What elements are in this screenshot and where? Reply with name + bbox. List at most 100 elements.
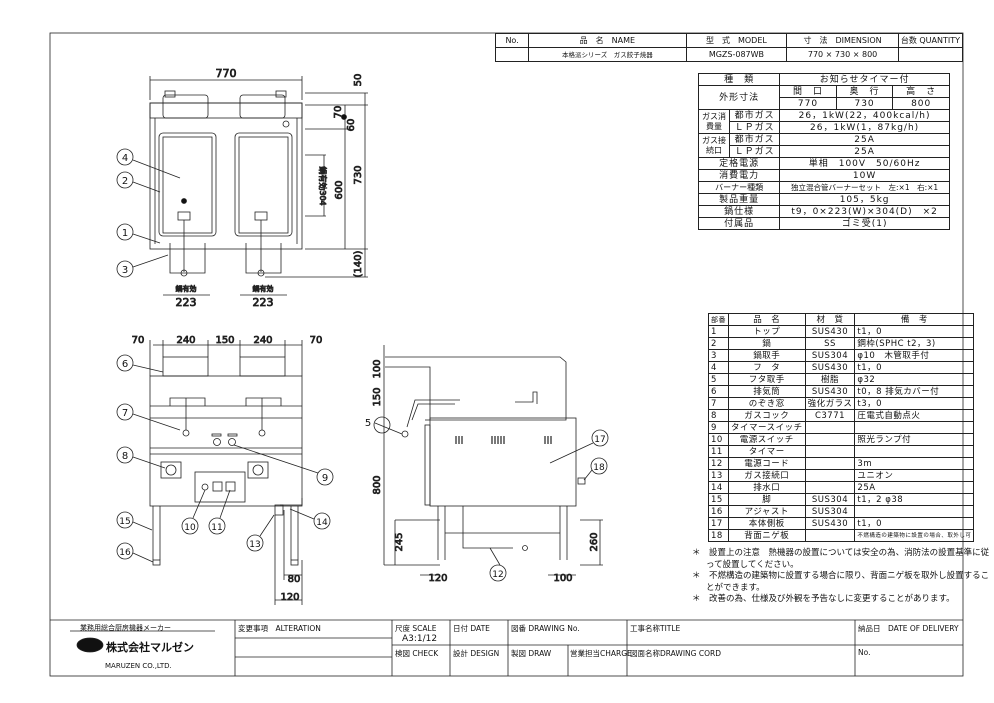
- part-name: ガス接続口: [728, 469, 806, 482]
- dimension-label: 寸 法 DIMENSION: [786, 33, 899, 48]
- maker-tagline: 業務用総合厨房機器メーカー: [80, 624, 171, 632]
- dim-side-120: 120: [428, 573, 447, 584]
- part-remarks: φ10 木管取手付: [854, 349, 975, 362]
- svg-text:7: 7: [122, 408, 128, 419]
- part-material: [804, 421, 856, 434]
- part-material: [804, 457, 856, 470]
- spec-label: ＬＰガス: [728, 145, 781, 158]
- svg-text:18: 18: [593, 463, 605, 473]
- part-remarks: φ32: [854, 373, 975, 386]
- svg-text:10: 10: [184, 523, 196, 533]
- svg-text:14: 14: [316, 518, 328, 528]
- part-no: 6: [708, 385, 729, 398]
- part-remarks: [854, 421, 975, 434]
- dim-side-800: 800: [372, 475, 383, 494]
- product-quantity: [897, 47, 964, 62]
- dim-side-245: 245: [394, 532, 405, 551]
- part-no: 13: [708, 469, 729, 482]
- part-no: 12: [708, 457, 729, 470]
- part-remarks: 照光ランプ付: [854, 433, 975, 446]
- spec-label: 付属品: [697, 217, 781, 230]
- balloon-7: 7: [116, 403, 181, 431]
- dim-front-150: 150: [215, 335, 234, 346]
- part-material: SUS430: [804, 325, 856, 338]
- spec-value: 25A: [779, 133, 950, 146]
- spec-value: 26，1kW(22，400kcal/h): [779, 109, 950, 122]
- balloon-16: 16: [116, 542, 154, 563]
- part-remarks: t1，2 φ38: [854, 493, 975, 506]
- part-no: 5: [708, 373, 729, 386]
- balloon-3: 3: [116, 254, 169, 278]
- date-label: 日付 DATE: [453, 624, 490, 633]
- dim-width: 770: [216, 67, 237, 80]
- part-name: フ タ: [728, 361, 806, 374]
- parts-header: 部番: [708, 313, 729, 326]
- parts-header: 材 質: [804, 313, 856, 326]
- check-label: 検図 CHECK: [395, 649, 439, 658]
- dim-front-70-left: 70: [132, 335, 145, 346]
- part-material: 樹脂: [804, 373, 856, 386]
- part-material: SUS430: [804, 385, 856, 398]
- svg-text:13: 13: [249, 540, 260, 550]
- no-label: No.: [858, 648, 871, 657]
- part-name: 背面ニゲ板: [728, 529, 806, 542]
- balloon-8: 8: [116, 446, 166, 469]
- svg-text:3: 3: [122, 265, 128, 276]
- spec-label: バーナー種類: [697, 181, 781, 194]
- part-name: トップ: [728, 325, 806, 338]
- svg-text:5: 5: [365, 418, 371, 429]
- dim-front-80: 80: [288, 574, 301, 585]
- part-material: [804, 445, 856, 458]
- part-no: 2: [708, 337, 729, 350]
- balloon-5: 5: [365, 416, 403, 435]
- quantity-label: 台数 QUANTITY: [897, 33, 964, 48]
- svg-text:4: 4: [122, 153, 128, 164]
- part-no: 17: [708, 517, 729, 530]
- alteration-label: 変更事項 ALTERATION: [238, 624, 321, 633]
- part-material: C3771: [804, 409, 856, 422]
- spec-label: 消費電力: [697, 169, 781, 182]
- part-name: 排気筒: [728, 385, 806, 398]
- part-name: フタ取手: [728, 373, 806, 386]
- part-remarks: 25A: [854, 481, 975, 494]
- draw-label: 製図 DRAW: [511, 649, 552, 658]
- balloon-4: 4: [116, 148, 181, 179]
- spec-value: 10W: [779, 169, 950, 182]
- company-en: MARUZEN CO.,LTD.: [105, 662, 172, 670]
- pan-eff-label-left: 鍋有効: [176, 284, 197, 293]
- product-model: MGZS-087WB: [685, 47, 788, 62]
- drawing-no-label: 図番 DRAWING No.: [511, 624, 580, 633]
- balloon-14: 14: [289, 508, 331, 530]
- part-no: 15: [708, 493, 729, 506]
- product-name: 本格派シリーズ ガス餃子焼器: [528, 47, 687, 62]
- part-name: アジャスト: [728, 505, 806, 518]
- spec-label: 外形寸法: [697, 85, 781, 110]
- spec-value: 単相 100V 50/60Hz: [779, 157, 950, 170]
- part-no: 11: [708, 445, 729, 458]
- spec-label: 定格電源: [697, 157, 781, 170]
- balloon-6: 6: [116, 354, 164, 373]
- note: ＊ 改善の為、仕様及び外観を予告なしに変更することがあります。: [692, 594, 955, 604]
- part-name: タイマースイッチ: [728, 421, 806, 434]
- dim-front-70-right: 70: [310, 335, 323, 346]
- part-name: 排水口: [728, 481, 806, 494]
- balloon-1: 1: [116, 223, 161, 244]
- drawing-cord-label: 図面名称DRAWING CORD: [630, 649, 721, 658]
- balloon-10: 10: [181, 489, 206, 535]
- dim-pan-width-right: 223: [253, 296, 274, 309]
- part-remarks: t1，0: [854, 517, 975, 530]
- dim-600: 600: [334, 180, 345, 199]
- part-no: 16: [708, 505, 729, 518]
- dim-front-240-right: 240: [253, 335, 272, 346]
- svg-text:17: 17: [594, 435, 605, 445]
- balloon-12: 12: [489, 547, 507, 582]
